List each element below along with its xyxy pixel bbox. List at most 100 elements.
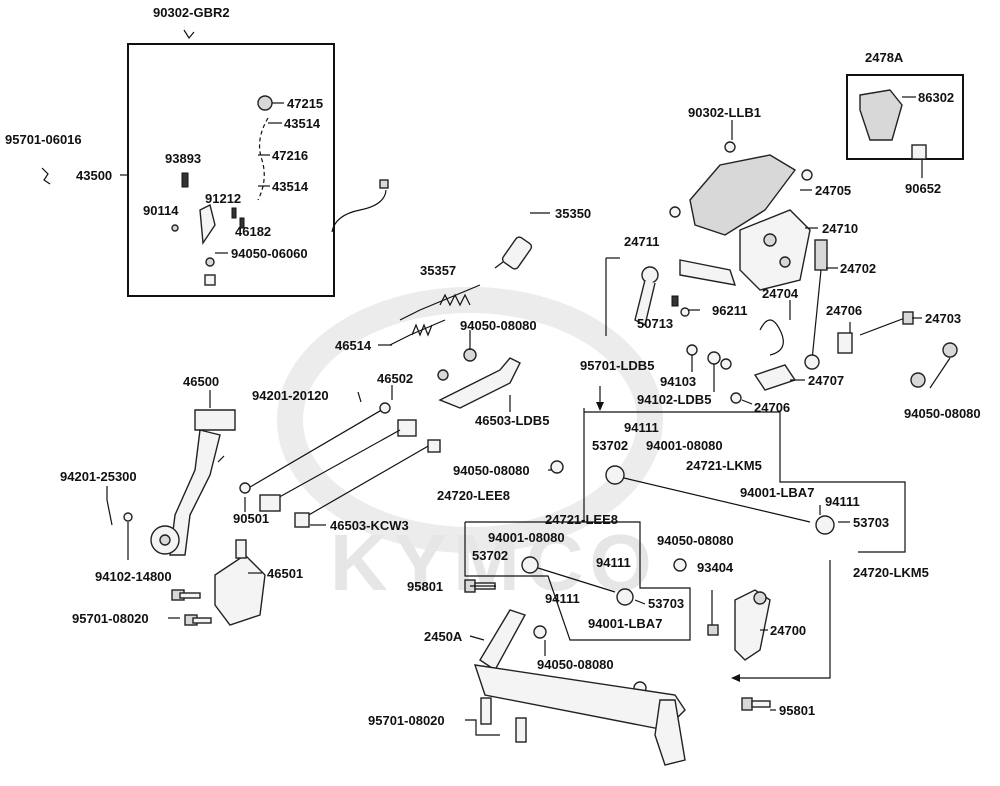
link-rod-24720-lee8 bbox=[521, 556, 634, 606]
label-94050-08080-e: 94050-08080 bbox=[537, 657, 614, 672]
label-95801-a: 95801 bbox=[407, 579, 443, 594]
label-24704: 24704 bbox=[762, 286, 799, 301]
label-94102-ldb5: 94102-LDB5 bbox=[637, 392, 711, 407]
label-2450a: 2450A bbox=[424, 629, 463, 644]
label-24720-lee8: 24720-LEE8 bbox=[437, 488, 510, 503]
pins-94201 bbox=[106, 391, 362, 526]
label-91212: 91212 bbox=[205, 191, 241, 206]
label-96211: 96211 bbox=[712, 303, 747, 318]
label-50713: 50713 bbox=[637, 316, 673, 331]
label-47215: 47215 bbox=[287, 96, 323, 111]
screw-90302-gbr2 bbox=[183, 29, 195, 40]
label-94201-25300: 94201-25300 bbox=[60, 469, 137, 484]
label-24711: 24711 bbox=[624, 234, 659, 249]
label-46501: 46501 bbox=[267, 566, 303, 581]
group-box-43500 bbox=[127, 43, 335, 297]
label-94050-08080-b: 94050-08080 bbox=[904, 406, 981, 421]
brake-pedal-46500 bbox=[150, 409, 236, 556]
label-24721-lkm5: 24721-LKM5 bbox=[686, 458, 762, 473]
bolts-95701-08020-left bbox=[171, 589, 212, 626]
watermark-text: KYMCO bbox=[330, 518, 658, 607]
label-53703-b: 53703 bbox=[648, 596, 684, 611]
label-24720-lkm5: 24720-LKM5 bbox=[853, 565, 929, 580]
label-24721-lee8: 24721-LEE8 bbox=[545, 512, 618, 527]
label-95701-08020-b: 95701-08020 bbox=[368, 713, 445, 728]
label-90114: 90114 bbox=[143, 203, 179, 218]
label-94111-a: 94111 bbox=[624, 420, 659, 435]
label-35350: 35350 bbox=[555, 206, 591, 221]
leader-lines bbox=[106, 96, 951, 736]
label-94050-08080-c: 94050-08080 bbox=[453, 463, 530, 478]
label-43514-a: 43514 bbox=[284, 116, 321, 131]
label-24702: 24702 bbox=[840, 261, 876, 276]
label-90302-llb1: 90302-LLB1 bbox=[688, 105, 761, 120]
label-24706-a: 24706 bbox=[826, 303, 862, 318]
label-46503-ldb5: 46503-LDB5 bbox=[475, 413, 549, 428]
label-90652: 90652 bbox=[905, 181, 941, 196]
label-46500: 46500 bbox=[183, 374, 219, 389]
label-46182: 46182 bbox=[235, 224, 271, 239]
label-2478a: 2478A bbox=[865, 50, 904, 65]
label-24700: 24700 bbox=[770, 623, 806, 638]
label-24705: 24705 bbox=[815, 183, 851, 198]
label-46514: 46514 bbox=[335, 338, 372, 353]
label-94050-08080-d: 94050-08080 bbox=[657, 533, 734, 548]
label-94103: 94103 bbox=[660, 374, 696, 389]
callout-labels: 90302-GBR2 47215 43514 47216 43514 95701… bbox=[5, 5, 981, 728]
label-24710: 24710 bbox=[822, 221, 858, 236]
lever-24711 bbox=[634, 266, 659, 327]
label-24703: 24703 bbox=[925, 311, 961, 326]
label-93404: 93404 bbox=[697, 560, 734, 575]
label-24706-b: 24706 bbox=[754, 400, 790, 415]
clutch-cable-assembly bbox=[171, 95, 273, 286]
kymco-watermark: KYMCO bbox=[277, 287, 663, 607]
label-94201-20120: 94201-20120 bbox=[252, 388, 329, 403]
label-94111-c: 94111 bbox=[596, 555, 631, 570]
arm-24700 bbox=[734, 589, 771, 661]
group-outline-24720-lee8 bbox=[464, 521, 691, 641]
label-53703-a: 53703 bbox=[853, 515, 889, 530]
label-43500: 43500 bbox=[76, 168, 112, 183]
label-35357: 35357 bbox=[420, 263, 456, 278]
label-47216: 47216 bbox=[272, 148, 308, 163]
label-94050-06060: 94050-06060 bbox=[231, 246, 308, 261]
label-95701-ldb5: 95701-LDB5 bbox=[580, 358, 654, 373]
label-93893: 93893 bbox=[165, 151, 201, 166]
arrow-lines bbox=[596, 258, 831, 682]
label-86302: 86302 bbox=[918, 90, 954, 105]
label-94001-lba7-b: 94001-LBA7 bbox=[588, 616, 662, 631]
cover-24705 bbox=[669, 141, 813, 236]
bracket-46503-ldb5 bbox=[437, 348, 521, 409]
label-46502: 46502 bbox=[377, 371, 413, 386]
label-94111-b: 94111 bbox=[825, 494, 860, 509]
shaft-24702 bbox=[804, 239, 828, 370]
group-box-2478a bbox=[846, 74, 964, 160]
label-90302-gbr2: 90302-GBR2 bbox=[153, 5, 230, 20]
label-46503-kcw3: 46503-KCW3 bbox=[330, 518, 409, 533]
rod-46503-kcw3 bbox=[294, 439, 441, 528]
label-95801-b: 95801 bbox=[779, 703, 815, 718]
label-24707: 24707 bbox=[808, 373, 844, 388]
label-94050-08080-a: 94050-08080 bbox=[460, 318, 537, 333]
plate-24710 bbox=[679, 209, 811, 291]
shift-knob-2478a bbox=[859, 89, 927, 160]
sensor-35350 bbox=[331, 179, 533, 270]
link-rod-24720-lkm5 bbox=[605, 465, 835, 535]
springs bbox=[389, 284, 481, 346]
label-53702-b: 53702 bbox=[472, 548, 508, 563]
label-43514-b: 43514 bbox=[272, 179, 309, 194]
label-94001-08080-b: 94001-08080 bbox=[488, 530, 565, 545]
rod-46502 bbox=[239, 402, 417, 512]
label-94102-14800: 94102-14800 bbox=[95, 569, 172, 584]
label-53702-a: 53702 bbox=[592, 438, 628, 453]
pedal-2450a bbox=[473, 609, 686, 766]
clip-95701-06016 bbox=[41, 167, 51, 185]
label-94001-08080-a: 94001-08080 bbox=[646, 438, 723, 453]
label-95701-06016: 95701-06016 bbox=[5, 132, 82, 147]
label-90501: 90501 bbox=[233, 511, 269, 526]
label-94001-lba7-a: 94001-LBA7 bbox=[740, 485, 814, 500]
label-95701-08020-a: 95701-08020 bbox=[72, 611, 149, 626]
label-94111-d: 94111 bbox=[545, 591, 580, 606]
